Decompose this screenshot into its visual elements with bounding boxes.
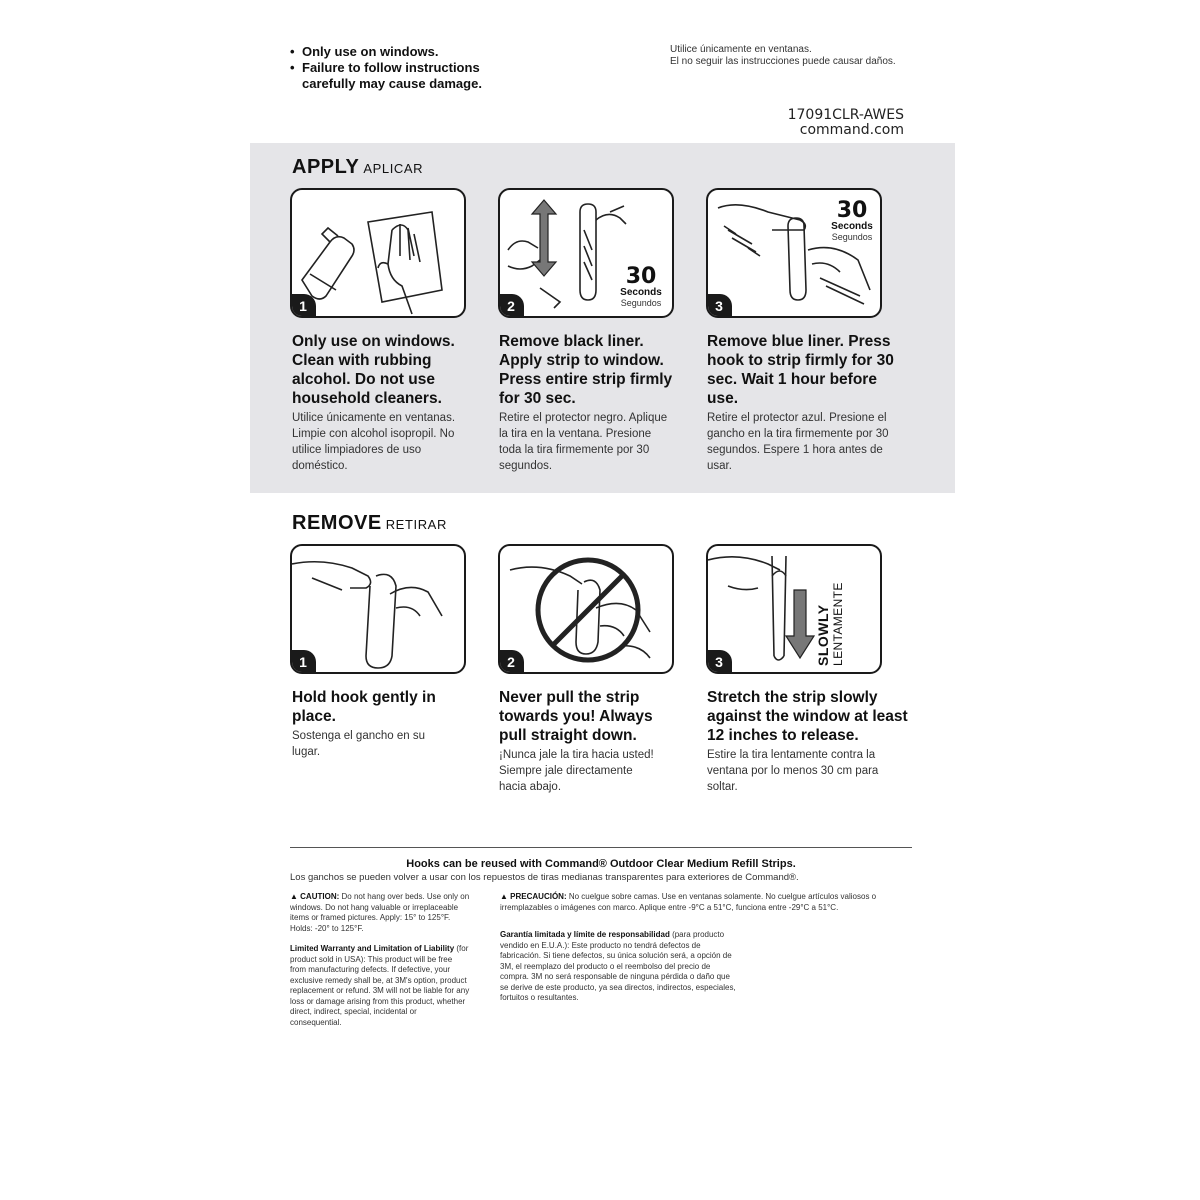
step-text-en: Remove blue liner. Press hook to strip f…	[707, 333, 894, 407]
warnings-en: Only use on windows. Failure to follow i…	[290, 44, 512, 92]
website: command.com	[799, 122, 904, 138]
timer-30-seconds: 30 Seconds Segundos	[826, 198, 878, 243]
stretch-strip-icon	[708, 555, 816, 661]
warranty-en: Limited Warranty and Limitation of Liabi…	[290, 944, 470, 1028]
step-text-es: Retire el protector negro. Aplique la ti…	[499, 412, 668, 472]
timer-label-en: Seconds	[831, 221, 873, 232]
step-number-badge: 2	[500, 650, 524, 672]
apply-step-2-text: Remove black liner. Apply strip to windo…	[499, 332, 679, 474]
reuse-note-es: Los ganchos se pueden volver a usar con …	[290, 872, 799, 883]
timer-label-es: Segundos	[831, 232, 873, 242]
precaucion-text: No cuelgue sobre camas. Use en ventanas …	[500, 892, 877, 912]
apply-step-3-illustration: 30 Seconds Segundos 3	[706, 188, 882, 318]
apply-step-1-text: Only use on windows. Clean with rubbing …	[292, 332, 472, 474]
precaucion-es: ▲ PRECAUCIÓN: No cuelgue sobre camas. Us…	[500, 892, 912, 913]
warning-triangle-icon: ▲	[500, 892, 508, 901]
step-text-en: Stretch the strip slowly against the win…	[707, 689, 908, 744]
clean-window-icon	[301, 211, 443, 315]
step-number-badge: 3	[708, 650, 732, 672]
step-text-en: Never pull the strip towards you! Always…	[499, 689, 653, 744]
warning-es-item: Utilice únicamente en ventanas.	[670, 44, 812, 55]
remove-title-en: REMOVE	[292, 512, 382, 534]
timer-30-seconds: 30 Seconds Segundos	[615, 264, 667, 309]
step-number-badge: 1	[292, 650, 316, 672]
apply-title-en: APPLY	[292, 156, 360, 178]
remove-step-3-text: Stretch the strip slowly against the win…	[707, 688, 922, 795]
timer-label-es: Segundos	[620, 298, 662, 308]
slowly-label: SLOWLY LENTAMENTE	[815, 582, 846, 666]
remove-step-1-illustration: 1	[290, 544, 466, 674]
product-code: 17091CLR-AWES	[787, 107, 904, 123]
warnings-es: Utilice únicamente en ventanas. El no se…	[670, 44, 896, 68]
garantia-text: (para producto vendido en E.U.A.): Este …	[500, 930, 736, 1002]
slowly-en: SLOWLY	[815, 604, 831, 666]
apply-step-2-illustration: 30 Seconds Segundos 2	[498, 188, 674, 318]
warranty-text: (for product sold in USA): This product …	[290, 944, 470, 1027]
warning-es-item: El no seguir las instrucciones puede cau…	[670, 56, 896, 67]
step-text-en: Remove black liner. Apply strip to windo…	[499, 333, 673, 407]
apply-step-3-text: Remove blue liner. Press hook to strip f…	[707, 332, 907, 474]
footer-divider	[290, 847, 912, 848]
warning-item: Failure to follow instructions carefully…	[290, 60, 512, 92]
slowly-es: LENTAMENTE	[831, 582, 845, 666]
warranty-label: Limited Warranty and Limitation of Liabi…	[290, 944, 455, 953]
step-number-badge: 2	[500, 294, 524, 316]
step-text-es: ¡Nunca jale la tira hacia usted! Siempre…	[499, 749, 654, 793]
step-number-badge: 3	[708, 294, 732, 316]
step-text-es: Retire el protector azul. Presione el ga…	[707, 412, 889, 472]
hold-hook-icon	[292, 560, 443, 669]
timer-number: 30	[625, 264, 657, 289]
apply-title-es: APLICAR	[363, 161, 424, 176]
reuse-note-en: Hooks can be reused with Command® Outdoo…	[406, 858, 796, 870]
step-text-es: Utilice únicamente en ventanas. Limpie c…	[292, 412, 456, 472]
step-text-en: Hold hook gently in place.	[292, 689, 436, 725]
step-text-es: Estire la tira lentamente contra la vent…	[707, 749, 879, 793]
timer-label-en: Seconds	[620, 287, 662, 298]
caution-en: ▲ CAUTION: Do not hang over beds. Use on…	[290, 892, 470, 934]
remove-step-2-text: Never pull the strip towards you! Always…	[499, 688, 679, 795]
apply-step-1-illustration: 1	[290, 188, 466, 318]
caution-label: CAUTION:	[300, 892, 340, 901]
step-number-badge: 1	[292, 294, 316, 316]
remove-step-1-text: Hold hook gently in place. Sostenga el g…	[292, 688, 472, 760]
do-not-pull-icon	[509, 557, 651, 663]
remove-step-3-illustration: SLOWLY LENTAMENTE 3	[706, 544, 882, 674]
garantia-es: Garantía limitada y límite de responsabi…	[500, 930, 740, 1004]
apply-strip-icon	[507, 199, 627, 309]
remove-step-2-illustration: 2	[498, 544, 674, 674]
caution-text: Do not hang over beds. Use only on windo…	[290, 892, 470, 933]
timer-number: 30	[836, 198, 868, 223]
garantia-label: Garantía limitada y límite de responsabi…	[500, 930, 670, 939]
product-code-block: 17091CLR-AWES command.com	[788, 108, 904, 138]
warning-triangle-icon: ▲	[290, 892, 298, 901]
step-text-en: Only use on windows. Clean with rubbing …	[292, 333, 455, 407]
precaucion-label: PRECAUCIÓN:	[510, 892, 567, 901]
remove-title-es: RETIRAR	[385, 517, 447, 532]
warning-item: Only use on windows.	[290, 44, 512, 60]
step-text-es: Sostenga el gancho en su lugar.	[292, 730, 425, 758]
press-hook-icon	[717, 204, 871, 305]
